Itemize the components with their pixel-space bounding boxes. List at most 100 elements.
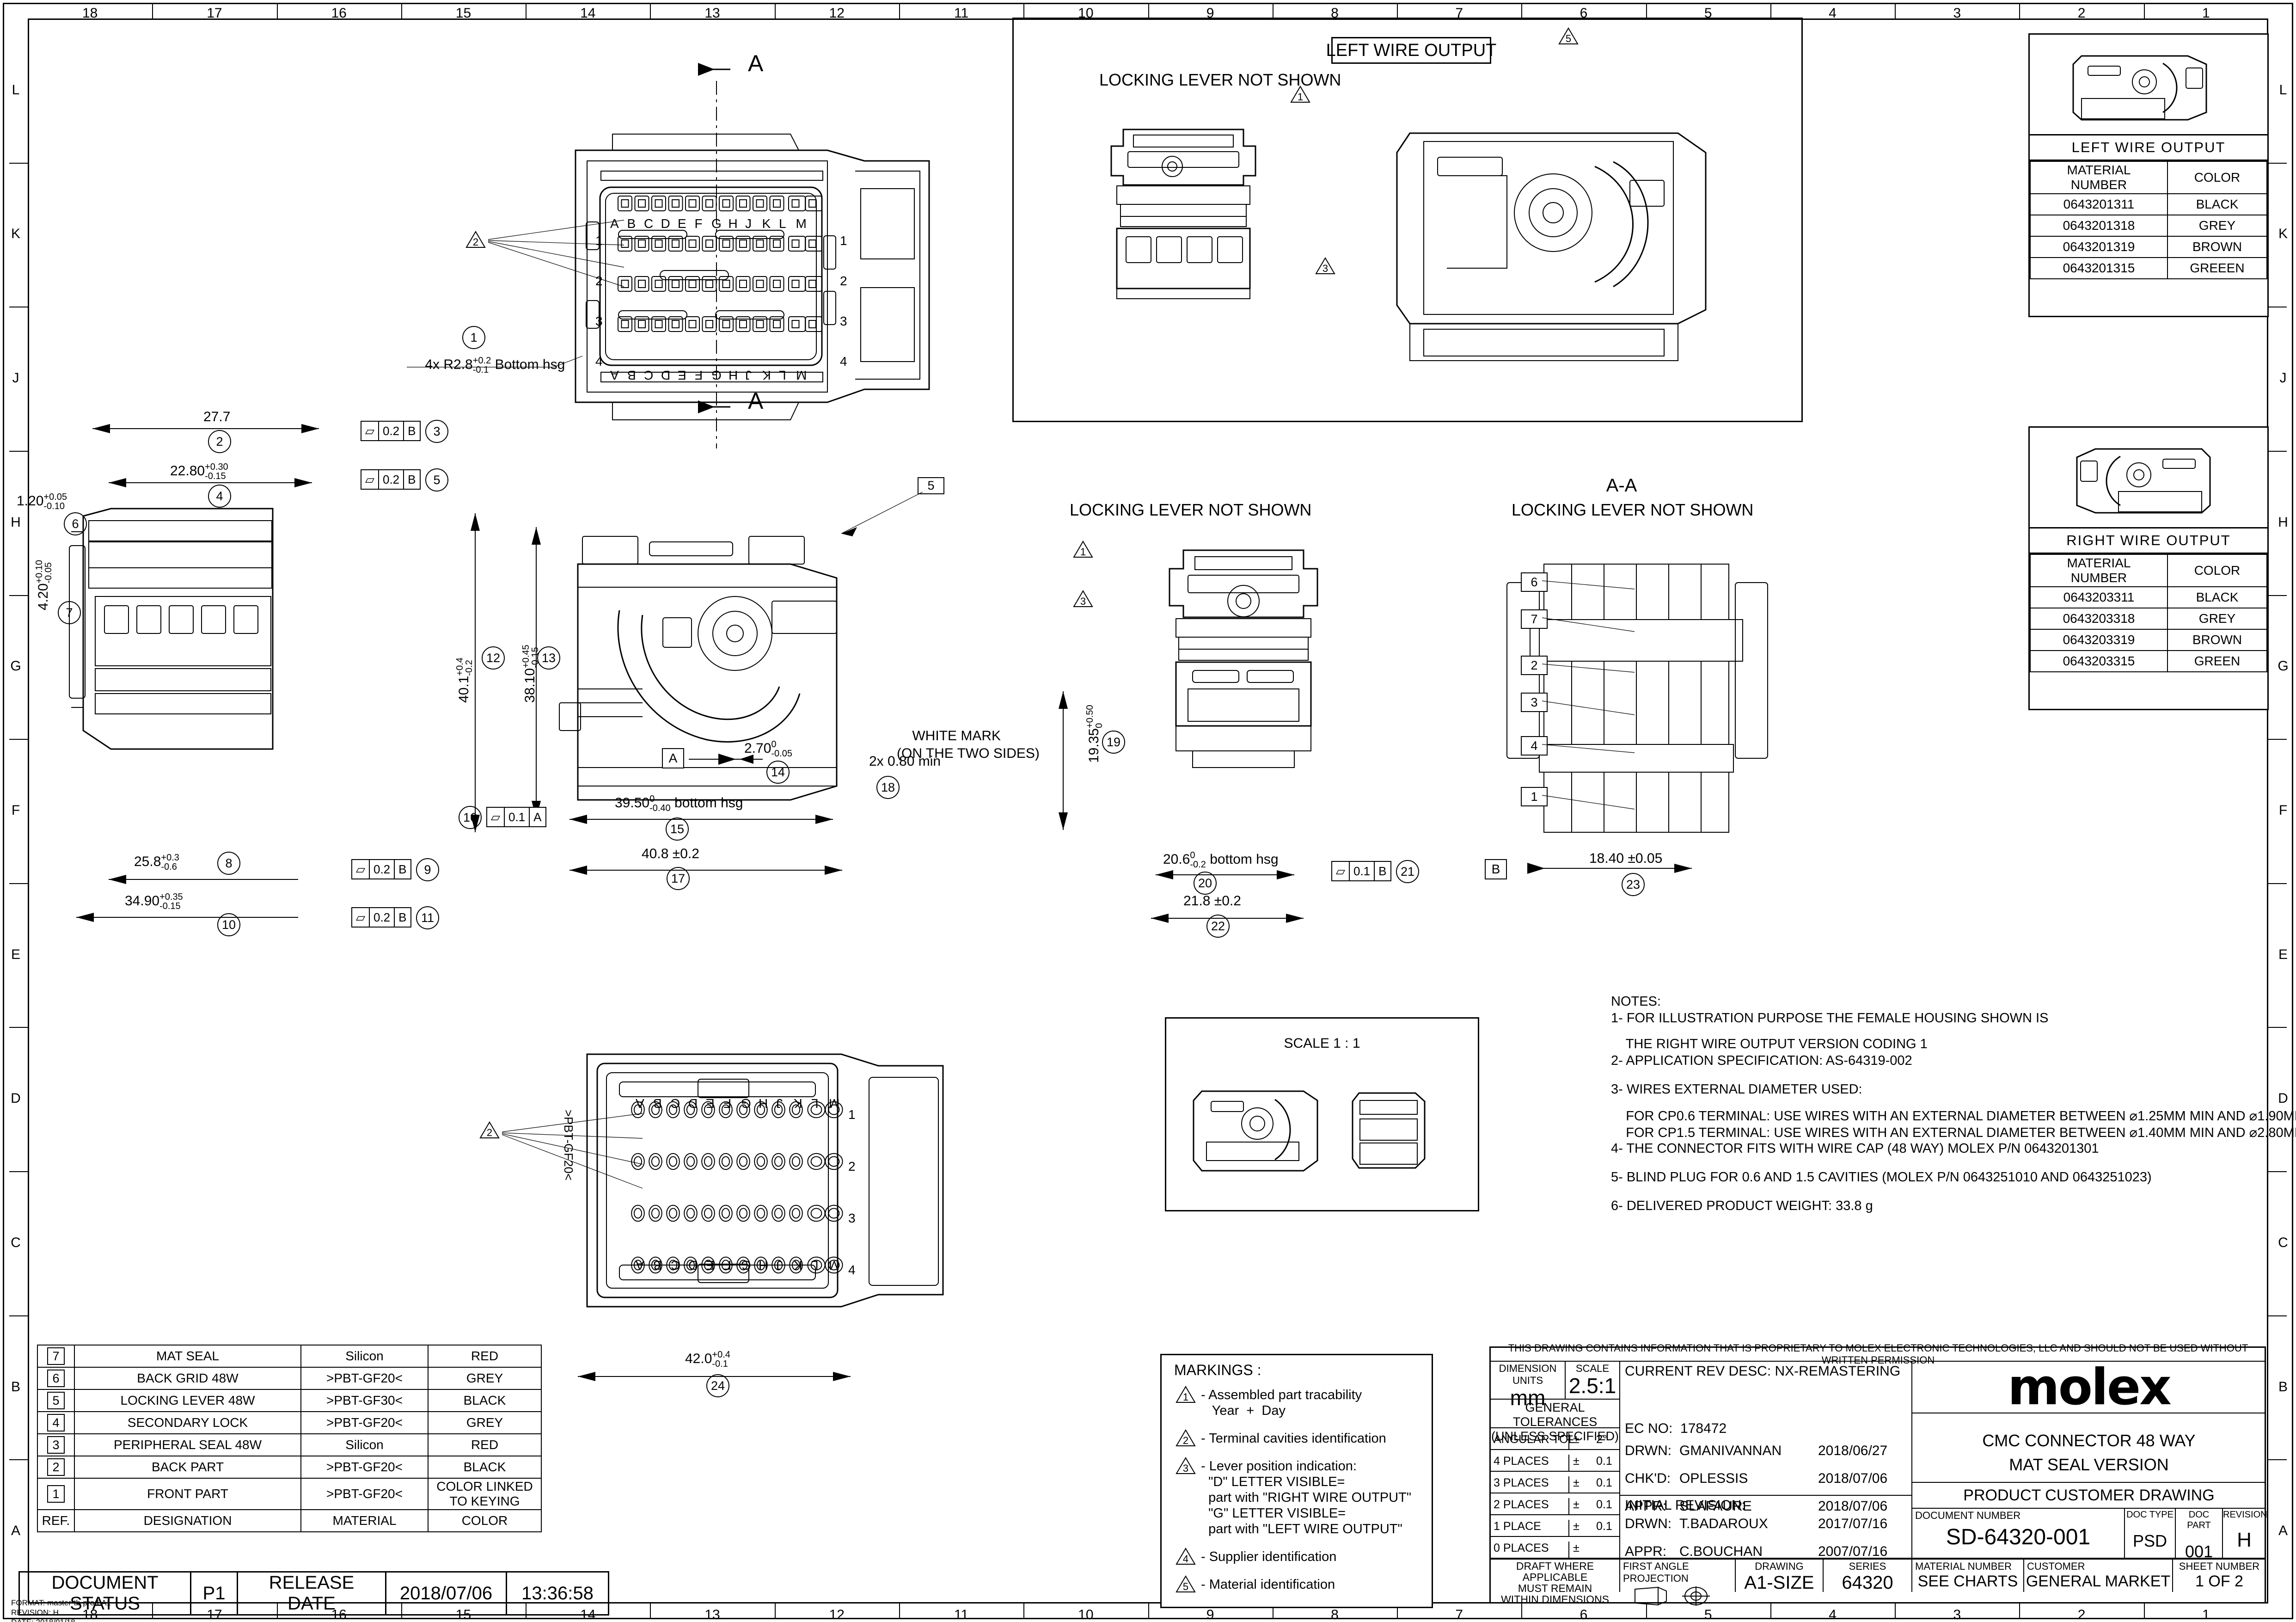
customer-cell: CUSTOMER GENERAL MARKET <box>2024 1559 2173 1592</box>
release-date-label: RELEASE DATE <box>237 1571 386 1616</box>
note-line-3: 3- WIRES EXTERNAL DIAMETER USED: <box>1611 1082 1862 1097</box>
approval-role-0: DRWN: <box>1625 1443 1672 1458</box>
zone-tick <box>2268 883 2287 884</box>
note-line-4: FOR CP0.6 TERMINAL: USE WIRES WITH AN EX… <box>1611 1109 2296 1124</box>
aa-section-title: A-A <box>1606 475 1637 496</box>
bottom-row-label-1: 1 <box>848 1107 856 1122</box>
revision-cell: REVISION H <box>2223 1509 2267 1559</box>
aa-leader-line-6 <box>1542 580 1635 590</box>
notes-title: NOTES: <box>1611 994 1661 1009</box>
zone-number-top-5: 5 <box>1704 6 1712 21</box>
marking-text-2: - Terminal cavities identification <box>1201 1431 1386 1446</box>
svg-text:1: 1 <box>1183 1391 1188 1403</box>
gdt-symbol-9: ⏥ <box>352 860 370 879</box>
bom-color-3: GREY <box>428 1411 542 1434</box>
front-col-label-bottom-F: F <box>694 368 703 382</box>
proprietary-notice: THIS DRAWING CONTAINS INFORMATION THAT I… <box>1491 1342 2265 1366</box>
right-wire-output-title: RIGHT WIRE OUTPUT <box>2030 528 2267 554</box>
note-line-5: FOR CP1.5 TERMINAL: USE WIRES WITH AN EX… <box>1611 1125 2296 1140</box>
markings-title: MARKINGS : <box>1174 1362 1261 1378</box>
left-wire-output-image <box>2030 35 2267 135</box>
front-col-label-bottom-H: H <box>728 368 738 382</box>
left-wire-output-color-3: GREEEN <box>2167 257 2268 279</box>
zone-number-bottom-2: 2 <box>2077 1607 2086 1622</box>
balloon-13: 13 <box>537 646 560 670</box>
balloon-23: 23 <box>1622 873 1645 896</box>
zone-tick <box>276 3 278 18</box>
balloon-gdt-21: 21 <box>1396 860 1419 883</box>
balloon-20: 20 <box>1194 872 1217 895</box>
zone-letter-right-J: J <box>2279 370 2287 386</box>
zone-tick <box>1895 3 1896 18</box>
front-row-label-left-2: 2 <box>595 274 603 288</box>
document-status-bar: DOCUMENT STATUS P1 RELEASE DATE 2018/07/… <box>18 1571 609 1616</box>
document-status-value: P1 <box>190 1571 238 1616</box>
section-arrow-a-bottom <box>698 400 730 413</box>
gdt-symbol-5: ⏥ <box>361 470 379 489</box>
dim-40.8: 40.8 ±0.2 <box>642 846 699 861</box>
zone-tick <box>9 595 28 596</box>
zone-tick <box>2268 1315 2287 1316</box>
middle-side-view-artwork <box>559 536 838 801</box>
gdt-datum-5: B <box>408 472 416 486</box>
bottom-col-label-bottom-M: M <box>829 1258 840 1272</box>
bom-designation-4: PERIPHERAL SEAL 48W <box>74 1433 301 1456</box>
zone-letter-left-L: L <box>12 82 20 98</box>
marking-text-5: - Material identification <box>1201 1577 1335 1592</box>
zone-tick <box>774 3 776 18</box>
dim-line-2.70 <box>689 754 763 765</box>
bom-header-designation: DESIGNATION <box>74 1509 301 1532</box>
tolerance-row-4: 1 PLACE±0.1 <box>1491 1515 1620 1537</box>
bom-designation-1: BACK GRID 48W <box>74 1367 301 1390</box>
balloon-12: 12 <box>482 646 505 670</box>
left-wire-output-color-1: GREY <box>2167 215 2268 237</box>
zone-number-bottom-5: 5 <box>1704 1607 1712 1622</box>
bom-ref-3: 4 <box>37 1411 75 1434</box>
front-col-label-bottom-J: J <box>745 368 752 382</box>
dim-42.0: 42.0+0.4-0.1 <box>685 1350 730 1369</box>
zone-number-bottom-6: 6 <box>1580 1607 1588 1622</box>
zone-tick <box>899 3 900 18</box>
sheet-inner-border <box>28 18 2268 1604</box>
zone-number-bottom-13: 13 <box>704 1607 720 1622</box>
gdt-symbol-21: ⏥ <box>1332 862 1350 880</box>
bottom-col-label-top-J: J <box>776 1096 783 1111</box>
dim-line-25.8 <box>109 875 298 884</box>
section-arrow-a-top <box>698 63 730 76</box>
svg-text:3: 3 <box>1183 1462 1188 1474</box>
zone-tick <box>1148 3 1149 18</box>
tolerance-pm-3: ± <box>1568 1498 1580 1515</box>
initial-revision-role-1: APPR: <box>1625 1544 1667 1559</box>
zone-letter-left-J: J <box>12 370 19 386</box>
approval-name-0: GMANIVANNAN <box>1679 1443 1782 1458</box>
bom-color-5: BLACK <box>428 1456 542 1479</box>
scale-cell: SCALE 2.5:1 <box>1566 1362 1620 1400</box>
bottom-col-label-top-A: A <box>636 1096 644 1111</box>
zone-number-top-4: 4 <box>1829 6 1837 21</box>
zone-number-top-11: 11 <box>954 6 969 21</box>
bom-ref-box-4: 4 <box>47 1414 65 1432</box>
doc-part-cell: DOC PART 001 <box>2176 1509 2223 1561</box>
balloon-gdt-5: 5 <box>425 468 448 492</box>
aa-section-subtitle: LOCKING LEVER NOT SHOWN <box>1512 500 1754 519</box>
dimension-units-cell: DIMENSION UNITS mm <box>1491 1362 1566 1409</box>
dim-34.90: 34.90+0.35-0.15 <box>125 892 183 911</box>
zone-tick <box>2268 739 2287 740</box>
front-col-label-bottom-C: C <box>644 368 654 382</box>
front-row-label-right-3: 3 <box>840 314 847 328</box>
bottom-col-label-bottom-J: J <box>776 1258 783 1272</box>
svg-text:2: 2 <box>487 1127 492 1138</box>
dim-1.20: 1.20+0.05-0.10 <box>17 492 67 511</box>
dim-line-19.35 <box>1059 691 1068 830</box>
zone-letter-left-G: G <box>10 658 21 674</box>
bom-material-3: >PBT-GF20< <box>300 1411 429 1434</box>
dim-18.40: 18.40 ±0.05 <box>1589 851 1663 866</box>
